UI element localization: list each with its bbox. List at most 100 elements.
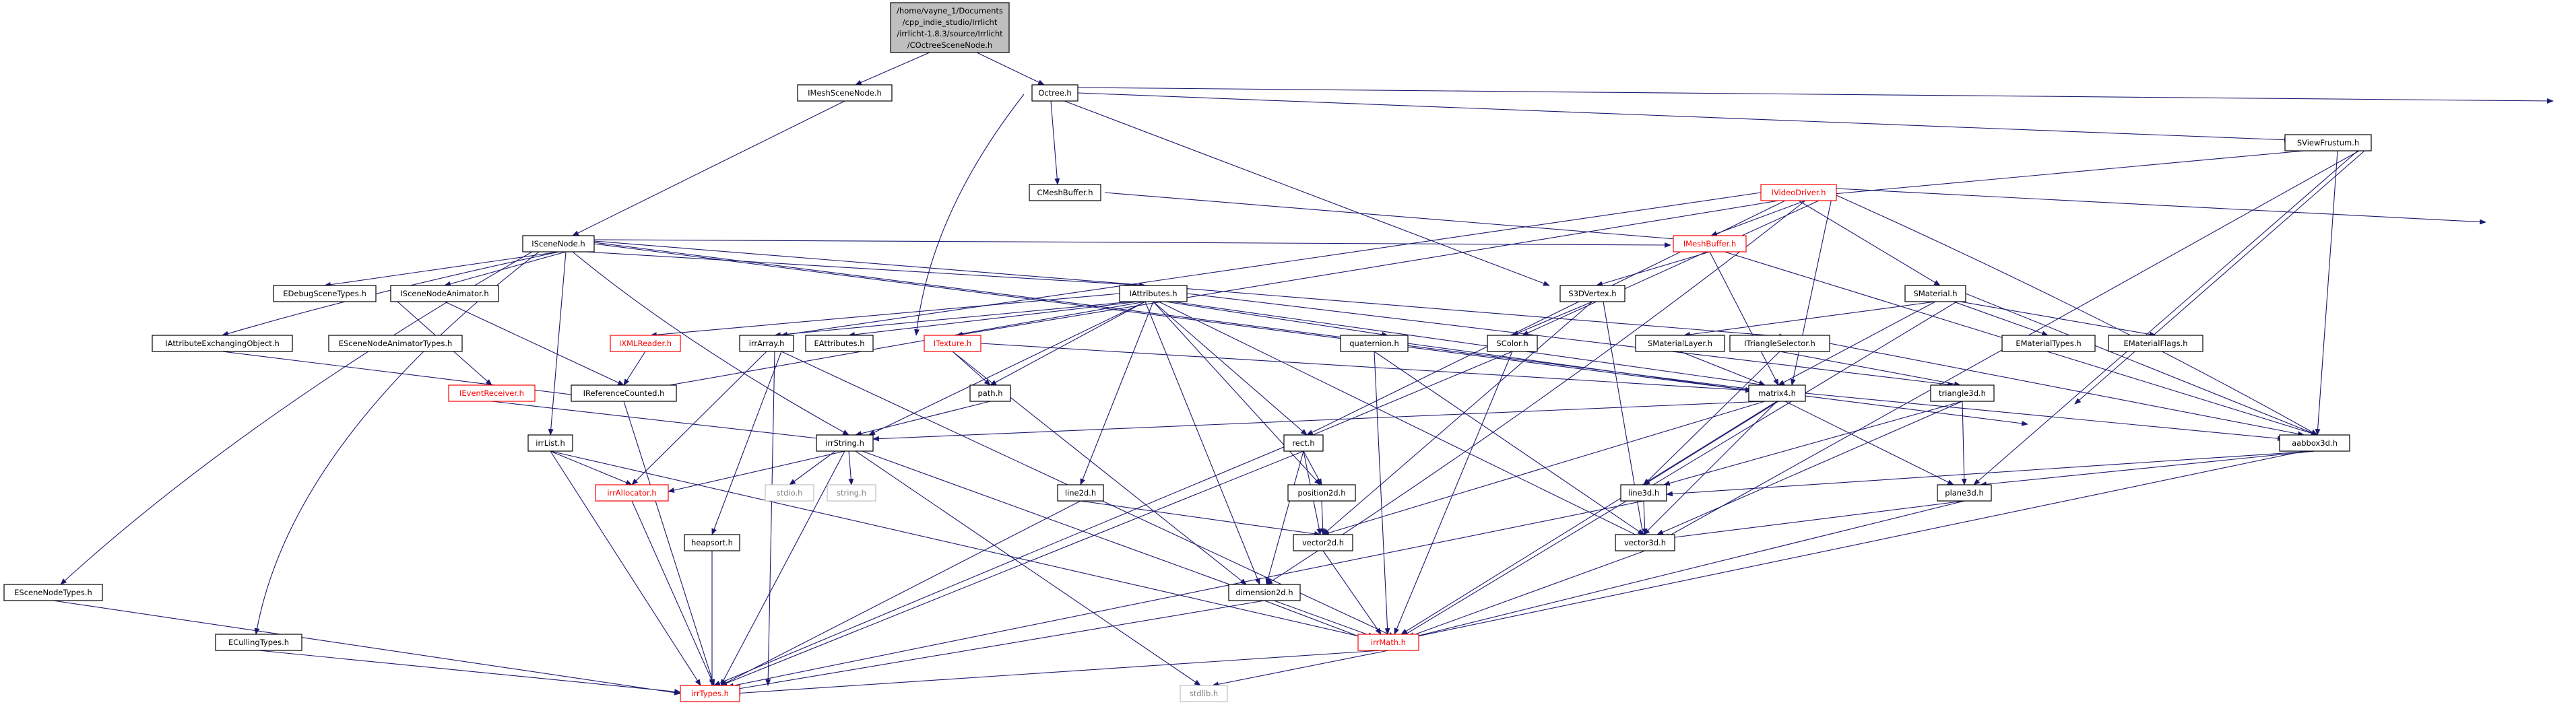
- node-itriangleselector[interactable]: ITriangleSelector.h: [1729, 335, 1830, 352]
- node-smaterial[interactable]: SMaterial.h: [1904, 285, 1966, 302]
- include-edge: [734, 650, 1382, 696]
- label-stdlib: stdlib.h: [1190, 689, 1218, 698]
- node-sviewfrustum[interactable]: SViewFrustum.h: [2284, 134, 2372, 151]
- node-imeshscenenode[interactable]: IMeshSceneNode.h: [797, 84, 893, 102]
- include-edge: [1400, 401, 1778, 635]
- node-smateriallayer[interactable]: SMaterialLayer.h: [1635, 335, 1725, 352]
- root-path-line-4: /COctreeSceneNode.h: [907, 40, 992, 50]
- root-path-line-1: /home/vayne_1/Documents: [897, 6, 1003, 15]
- node-escenenodetypes[interactable]: ESceneNodeTypes.h: [3, 584, 103, 601]
- node-irrarray[interactable]: irrArray.h: [739, 335, 794, 352]
- include-edge: [1683, 301, 1936, 337]
- include-edge: [1960, 301, 2156, 337]
- node-position2d[interactable]: position2d.h: [1287, 484, 1356, 502]
- include-edge: [711, 351, 782, 535]
- label-aabbox3d: aabbox3d.h: [2292, 438, 2338, 448]
- node-itexture[interactable]: ITexture.h: [924, 335, 981, 352]
- node-string[interactable]: string.h: [827, 484, 876, 502]
- node-iscenenodeanimator[interactable]: ISceneNodeAnimator.h: [390, 285, 499, 302]
- label-triangle3d: triangle3d.h: [1939, 389, 1986, 398]
- include-edge: [1266, 200, 1806, 585]
- include-edge: [1322, 401, 1766, 536]
- node-escenenodeanimatortypes[interactable]: ESceneNodeAnimatorTypes.h: [328, 335, 463, 352]
- node-imeshbuffer[interactable]: IMeshBuffer.h: [1673, 235, 1747, 252]
- node-eattributes[interactable]: EAttributes.h: [805, 335, 874, 352]
- include-edge: [1980, 450, 2315, 487]
- node-stdio[interactable]: stdio.h: [765, 484, 814, 502]
- label-ixmlreader: IXMLReader.h: [619, 339, 672, 348]
- include-edge: [1322, 550, 1382, 635]
- node-octree[interactable]: Octree.h: [1031, 84, 1078, 102]
- include-edge: [980, 343, 1752, 393]
- node-matrix4[interactable]: matrix4.h: [1748, 384, 1806, 402]
- node-quaternion[interactable]: quaternion.h: [1340, 335, 1409, 352]
- include-edge: [1710, 200, 1806, 236]
- node-stdlib[interactable]: stdlib.h: [1180, 685, 1228, 702]
- node-ireferencecounted[interactable]: IReferenceCounted.h: [571, 384, 677, 402]
- include-edge: [1212, 650, 1389, 687]
- include-edge: [550, 450, 701, 686]
- node-irrlist[interactable]: irrList.h: [527, 434, 573, 452]
- node-irrtypes[interactable]: irrTypes.h: [680, 685, 740, 702]
- include-edge: [1077, 92, 2291, 143]
- include-edge: [1656, 401, 1963, 535]
- node-scolor[interactable]: SColor.h: [1487, 335, 1538, 352]
- node-ecullingtypes[interactable]: ECullingTypes.h: [215, 634, 302, 651]
- node-s3dvertex[interactable]: S3DVertex.h: [1559, 285, 1625, 302]
- node-irrmath[interactable]: irrMath.h: [1357, 634, 1419, 651]
- include-edge: [550, 450, 1375, 641]
- node-heapsort[interactable]: heapsort.h: [684, 534, 740, 551]
- label-edebugscenetypes: EDebugSceneTypes.h: [283, 289, 366, 298]
- node-iattributes[interactable]: IAttributes.h: [1119, 285, 1188, 302]
- node-ieventreceiver[interactable]: IEventReceiver.h: [448, 384, 536, 402]
- node-ematerialflags[interactable]: EMaterialFlags.h: [2108, 335, 2203, 352]
- include-edge: [1643, 401, 1779, 485]
- include-edge: [855, 52, 930, 86]
- node-aabbox3d[interactable]: aabbox3d.h: [2279, 434, 2350, 452]
- label-string: string.h: [837, 488, 866, 498]
- label-line2d: line2d.h: [1065, 488, 1096, 498]
- include-edge: [1303, 450, 1322, 485]
- graph-nodes: /home/vayne_1/Documents /cpp_indie_studi…: [3, 2, 2372, 702]
- node-iattributeexchangingobject[interactable]: IAttributeExchangingObject.h: [152, 335, 293, 352]
- include-edge: [1596, 251, 1710, 287]
- node-dimension2d[interactable]: dimension2d.h: [1228, 584, 1301, 601]
- label-ematerialtypes: EMaterialTypes.h: [2016, 339, 2081, 348]
- include-edge: [1778, 301, 1936, 386]
- node-vector3d[interactable]: vector3d.h: [1615, 534, 1675, 551]
- label-stdio: stdio.h: [777, 488, 803, 498]
- include-edge: [1798, 200, 1941, 286]
- include-edge: [1158, 301, 1644, 539]
- label-path: path.h: [977, 389, 1002, 398]
- include-edge: [1836, 195, 2318, 436]
- include-edge: [727, 500, 1644, 689]
- node-line3d[interactable]: line3d.h: [1620, 484, 1667, 502]
- node-plane3d[interactable]: plane3d.h: [1937, 484, 1992, 502]
- node-line2d[interactable]: line2d.h: [1057, 484, 1104, 502]
- node-triangle3d[interactable]: triangle3d.h: [1930, 384, 1995, 402]
- label-irrallocator: irrAllocator.h: [607, 488, 656, 498]
- include-edge: [1320, 500, 1326, 535]
- node-vector2d[interactable]: vector2d.h: [1293, 534, 1353, 551]
- include-edge: [1407, 550, 1646, 638]
- node-irrstring[interactable]: irrString.h: [816, 434, 874, 452]
- graph-edges: [53, 52, 2554, 696]
- include-edge: [1829, 343, 2305, 437]
- include-edge: [550, 450, 633, 485]
- node-irrallocator[interactable]: irrAllocator.h: [595, 484, 669, 502]
- include-edge: [1973, 150, 2358, 485]
- include-edge: [1709, 251, 1779, 386]
- label-sviewfrustum: SViewFrustum.h: [2297, 138, 2359, 147]
- node-path[interactable]: path.h: [969, 384, 1011, 402]
- node-cmeshbuffer[interactable]: CMeshBuffer.h: [1029, 184, 1101, 201]
- label-scolor: SColor.h: [1496, 339, 1528, 348]
- node-rect[interactable]: rect.h: [1283, 434, 1324, 452]
- node-iscenenode[interactable]: ISceneNode.h: [522, 235, 595, 252]
- node-ixmlreader[interactable]: IXMLReader.h: [610, 335, 681, 352]
- node-root-coctreescenenode[interactable]: /home/vayne_1/Documents /cpp_indie_studi…: [890, 2, 1010, 53]
- node-ematerialtypes[interactable]: EMaterialTypes.h: [2001, 335, 2096, 352]
- label-irrarray: irrArray.h: [749, 339, 785, 348]
- node-ivideodriver[interactable]: IVideoDriver.h: [1760, 184, 1837, 201]
- node-edebugscenetypes[interactable]: EDebugSceneTypes.h: [273, 285, 377, 302]
- include-edge: [1663, 401, 1963, 486]
